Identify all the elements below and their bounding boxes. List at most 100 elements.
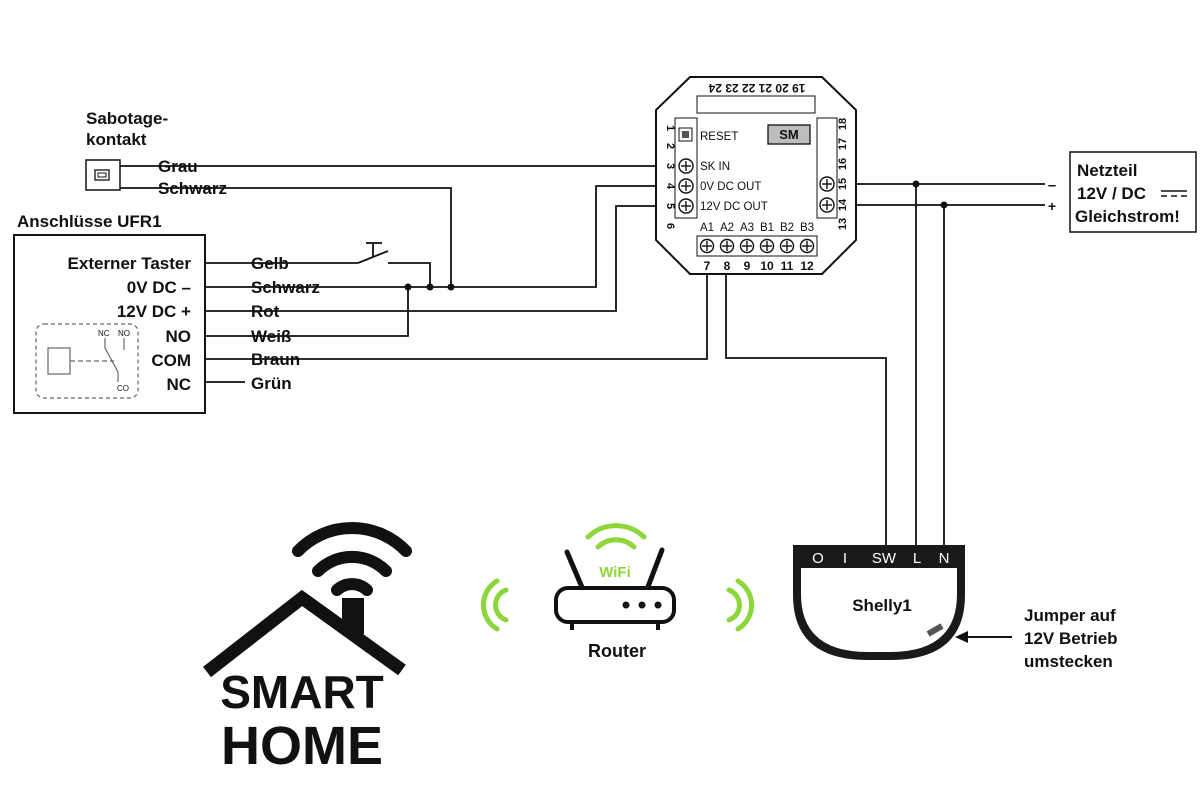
wire-rot (205, 205, 672, 312)
terminal-screw (819, 197, 835, 213)
shelly-terminal-label: L (913, 550, 921, 567)
router-led (622, 601, 630, 609)
sabotage-contact-core (97, 172, 107, 178)
bottom-label: B2 (780, 222, 794, 234)
wire-label-sabotage-schwarz: Schwarz (158, 179, 227, 198)
smart-home-line2: HOME (221, 716, 383, 776)
relay-label-no: NO (118, 329, 130, 338)
power-supply-box (1069, 151, 1197, 233)
wifi-icon (585, 523, 647, 540)
arrow-left-icon (955, 631, 968, 643)
module-right-numbers: 18 17 16 15 14 13 (837, 118, 849, 230)
signal-wave-left-inner (493, 587, 509, 623)
module-left-numbers: 1 2 3 4 5 6 (664, 125, 676, 229)
bottom-number: 11 (781, 259, 794, 273)
bottom-label: A3 (740, 222, 754, 234)
right-number: 17 (837, 138, 849, 150)
power-plus-label: + (1048, 198, 1056, 214)
wire-sw (725, 268, 887, 545)
wifi-label: WiFi (599, 564, 631, 581)
relay-contact (104, 338, 119, 373)
jumper-note-line3: umstecken (1024, 652, 1113, 671)
shelly-terminals: O I SW L N (812, 550, 949, 567)
jumper-note: Jumper auf 12V Betrieb umstecken (955, 606, 1118, 671)
module-sk-in-label: SK IN (700, 161, 730, 173)
sabotage-contact-inner (94, 169, 110, 181)
wifi-arc (595, 537, 637, 550)
terminal-screw (779, 238, 795, 254)
signal-wave-left-icon (480, 578, 500, 632)
sm-label: SM (779, 127, 799, 142)
signal-wave-right-icon (735, 578, 755, 632)
shelly-terminal-label: SW (872, 550, 897, 567)
wire-gelb-continue (388, 262, 431, 287)
bottom-label: A2 (720, 222, 734, 234)
junction-dot (447, 283, 455, 291)
terminal-screw (678, 198, 694, 214)
wire-label-gruen: Grün (251, 374, 292, 393)
router-label: Router (588, 641, 646, 661)
shelly-name: Shelly1 (852, 596, 912, 615)
bottom-label: A1 (700, 222, 714, 234)
smart-home-wifi-arc (331, 578, 373, 596)
junction-dot (426, 283, 434, 291)
ufr1-label-taster: Externer Taster (68, 254, 192, 273)
shelly-terminal-label: I (843, 550, 847, 567)
router: WiFi Router (480, 523, 755, 661)
bottom-number: 9 (744, 259, 751, 273)
wire-sabotage-schwarz (120, 187, 452, 287)
sabotage-contact: Sabotage- kontakt Grau Schwarz (85, 109, 227, 198)
junction-dot (940, 201, 948, 209)
shelly-terminal-label: O (812, 550, 824, 567)
terminal-screw (739, 238, 755, 254)
terminal-screw (759, 238, 775, 254)
sm-indicator (767, 124, 811, 145)
left-number: 2 (664, 143, 676, 149)
router-led (654, 601, 662, 609)
module-top-strip (696, 95, 816, 114)
left-number: 1 (664, 125, 676, 131)
module-bottom-strip (696, 235, 818, 257)
ufr1-label-com: COM (151, 351, 191, 370)
ufr1-label-no: NO (166, 327, 192, 346)
control-module: 19 20 21 22 23 24 1 2 3 4 5 6 RESET SM S… (655, 76, 857, 275)
router-body (554, 586, 676, 624)
power-supply-voltage: 12V / DC (1077, 184, 1146, 203)
ufr1-title: Anschlüsse UFR1 (17, 212, 162, 231)
wire-label-gelb: Gelb (251, 254, 289, 273)
module-reset-label: RESET (700, 131, 738, 143)
module-0v-out-label: 0V DC OUT (700, 181, 761, 193)
terminal-screw (799, 238, 815, 254)
shelly-face (801, 568, 957, 652)
right-number: 15 (837, 178, 849, 190)
shelly-terminal-label: N (939, 550, 950, 567)
junction-dot (912, 180, 920, 188)
terminal-screw (819, 176, 835, 192)
reset-button-core (682, 131, 689, 138)
ufr1-label-nc: NC (166, 375, 191, 394)
power-supply-title: Netzteil (1077, 161, 1137, 180)
bottom-label: B1 (760, 222, 774, 234)
right-number: 14 (837, 198, 849, 211)
power-supply: – + Netzteil 12V / DC Gleichstrom! (1048, 151, 1197, 233)
sabotage-label-line2: kontakt (86, 130, 147, 149)
module-bottom-labels: A1 A2 A3 B1 B2 B3 (700, 222, 814, 234)
ufr1-label-12v: 12V DC + (117, 302, 191, 321)
terminal-screw (699, 238, 715, 254)
module-right-strip (816, 117, 838, 219)
jumper-note-line1: Jumper auf (1024, 606, 1116, 625)
wires (120, 165, 1045, 545)
router-antenna-right (643, 547, 665, 595)
wire-label-rot: Rot (251, 302, 280, 321)
wire-label-braun: Braun (251, 350, 300, 369)
ufr1-panel: Anschlüsse UFR1 Externer Taster 0V DC – … (13, 212, 320, 414)
terminal-screw (678, 158, 694, 174)
module-12v-out-label: 12V DC OUT (700, 201, 768, 213)
router-antenna-left (564, 549, 587, 595)
signal-wave-right-inner (726, 587, 742, 623)
smart-home-wifi-arc (312, 550, 392, 577)
smart-home-logo: SMART HOME (203, 522, 412, 776)
wire-label-schwarz: Schwarz (251, 278, 320, 297)
right-number: 13 (837, 218, 849, 230)
